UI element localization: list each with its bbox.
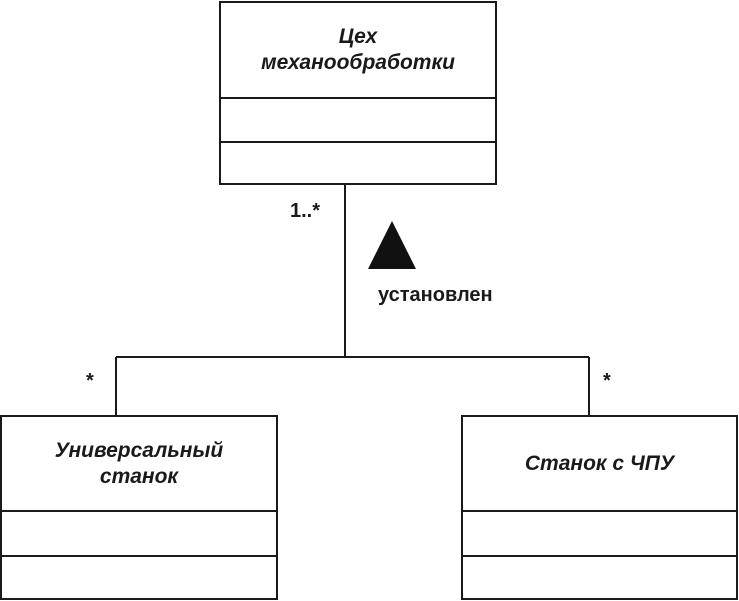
multiplicity-workshop: 1..*: [290, 200, 321, 222]
class-workshop-attributes: [221, 97, 495, 143]
class-cnc-machine: Станок с ЧПУ: [461, 415, 738, 600]
class-cnc-machine-operations: [463, 557, 736, 600]
association-name: установлен: [378, 284, 493, 306]
multiplicity-universal: *: [86, 370, 94, 392]
class-cnc-machine-attributes: [463, 510, 736, 557]
class-universal-machine: Универсальный станок: [0, 415, 278, 600]
class-universal-machine-name: Универсальный станок: [2, 417, 276, 512]
class-workshop-name: Цех механообработки: [221, 3, 495, 99]
class-universal-machine-attributes: [2, 510, 276, 557]
class-universal-machine-operations: [2, 557, 276, 600]
class-workshop-operations: [221, 143, 495, 185]
class-cnc-machine-name: Станок с ЧПУ: [463, 417, 736, 512]
class-workshop: Цех механообработки: [219, 1, 497, 185]
multiplicity-cnc: *: [603, 370, 611, 392]
association-direction-triangle-icon: [368, 221, 416, 269]
